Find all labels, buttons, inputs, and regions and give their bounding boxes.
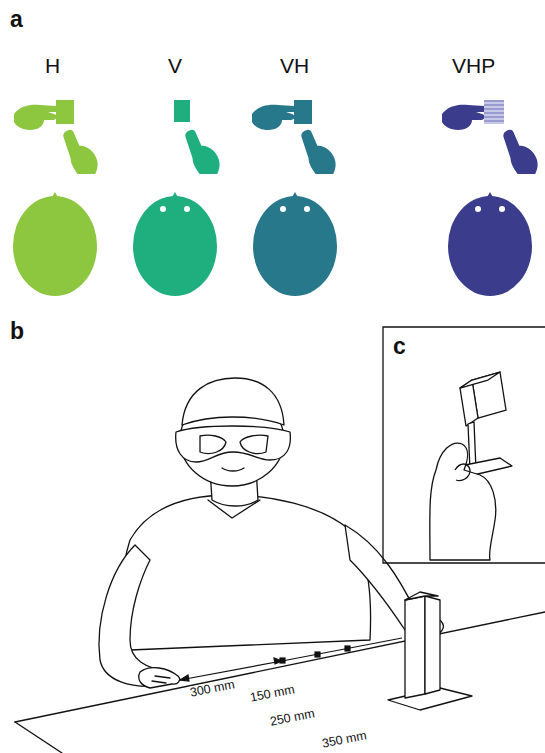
visuo-haptic-proprio-hands (442, 100, 538, 174)
dimension-label: 150 mm (248, 683, 297, 704)
haptic-hands (14, 100, 98, 174)
condition-label: VH (280, 55, 309, 76)
panel-letter: b (10, 320, 24, 343)
visuo-haptic-hands (252, 100, 336, 174)
condition-label: V (168, 55, 182, 76)
panel-letter: a (10, 8, 23, 31)
visual-hands (174, 100, 220, 174)
dimension-lines (180, 638, 402, 681)
heads (13, 192, 532, 296)
panel-letter: c (393, 335, 406, 358)
dimension-label: 250 mm (268, 707, 317, 728)
participant-drawing (15, 378, 545, 753)
inset-panel (383, 327, 545, 563)
dimension-label: 300 mm (188, 678, 237, 699)
dimension-label: 350 mm (320, 729, 369, 750)
condition-label: H (45, 55, 60, 76)
condition-label: VHP (452, 55, 495, 76)
